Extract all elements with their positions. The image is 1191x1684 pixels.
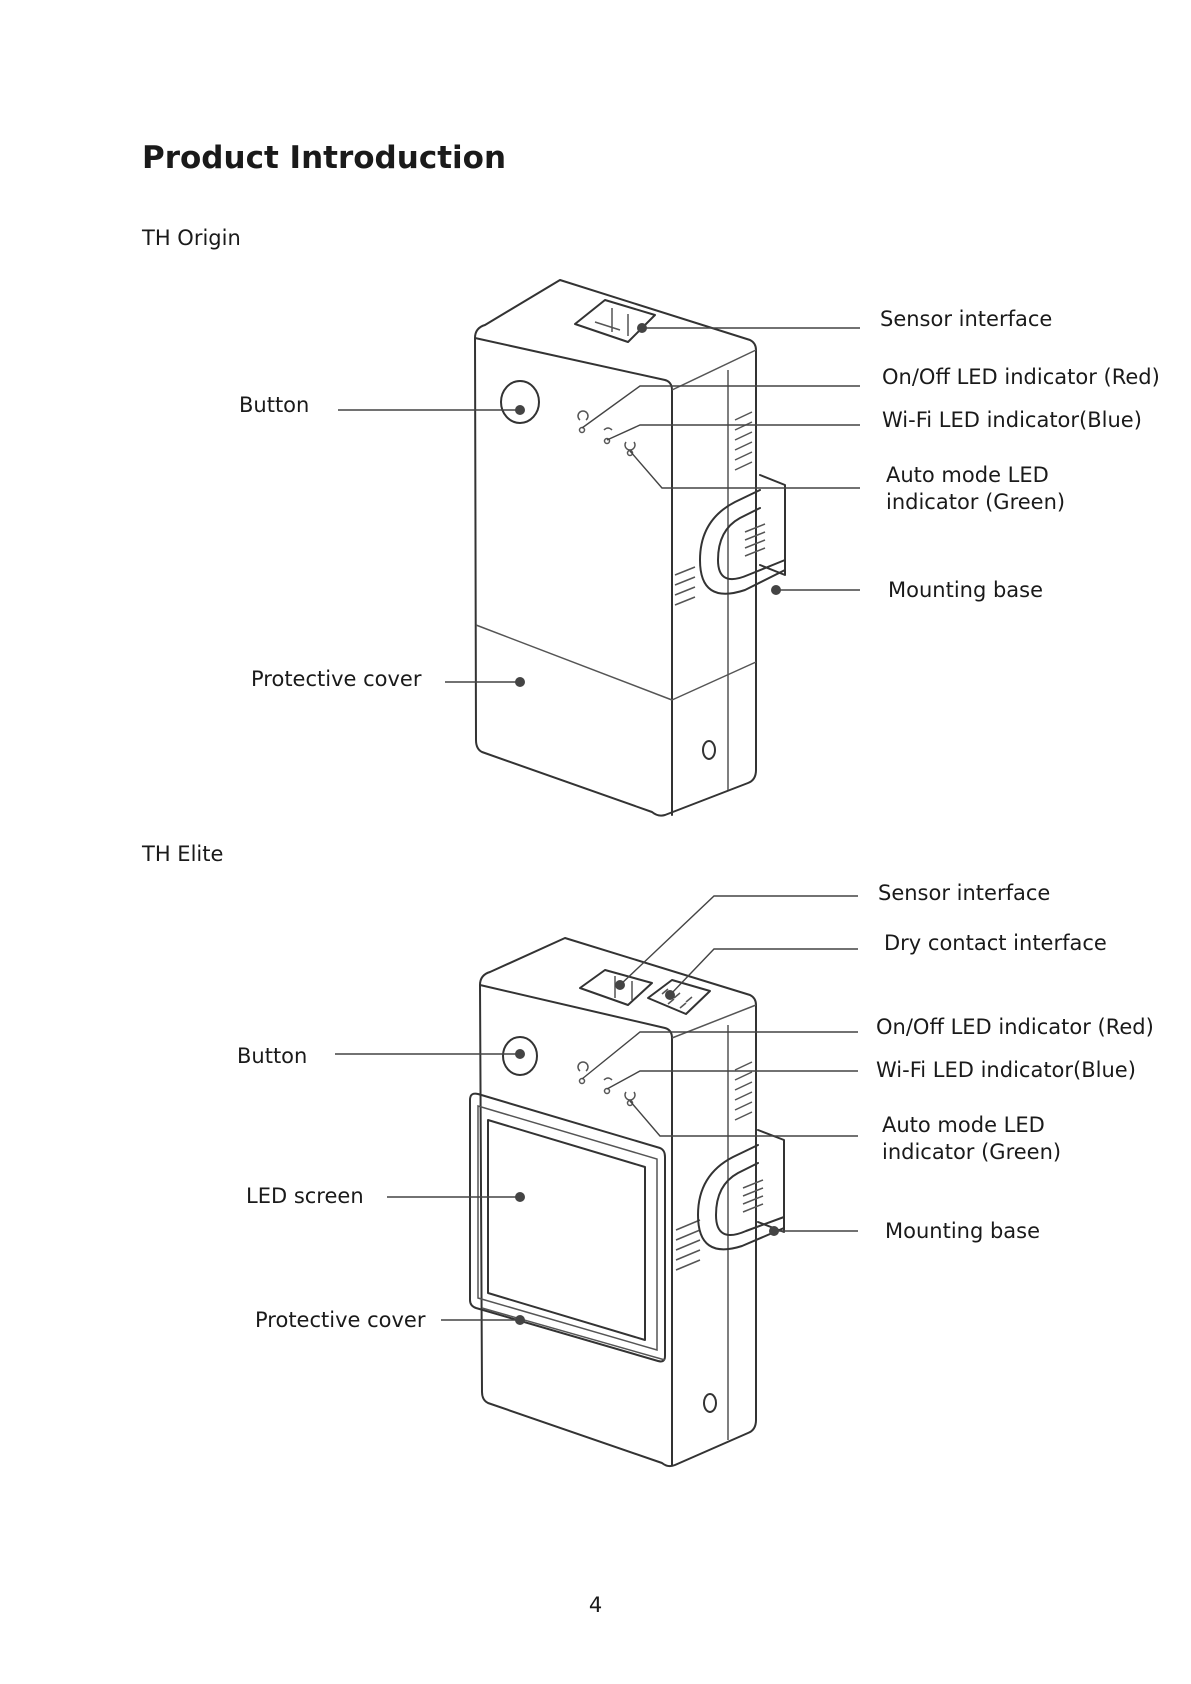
page-number: 4: [588, 1593, 603, 1617]
elite-button-label: Button: [237, 1044, 308, 1068]
th-elite-device-outline: [469, 937, 785, 1468]
elite-sensor-interface-label: Sensor interface: [878, 881, 1051, 905]
origin-sensor-interface-label: Sensor interface: [880, 307, 1053, 331]
elite-mounting-base-label: Mounting base: [885, 1219, 1041, 1243]
origin-auto-led-label: Auto mode LED indicator (Green): [886, 462, 1065, 516]
elite-auto-led-line2: indicator (Green): [882, 1140, 1062, 1164]
th-origin-device-drawing: [338, 279, 860, 817]
origin-protective-cover-label: Protective cover: [251, 667, 422, 691]
th-elite-label: TH Elite: [142, 842, 224, 866]
elite-led-screen-label: LED screen: [246, 1184, 364, 1208]
origin-mounting-base-label: Mounting base: [888, 578, 1044, 602]
elite-onoff-led-label: On/Off LED indicator (Red): [876, 1015, 1154, 1039]
th-elite-device-drawing: [335, 895, 858, 1468]
origin-auto-led-line1: Auto mode LED: [886, 463, 1049, 487]
origin-auto-led-line2: indicator (Green): [886, 490, 1066, 514]
elite-dry-contact-label: Dry contact interface: [884, 931, 1107, 955]
th-origin-figure: Sensor interface On/Off LED indicator (R…: [0, 270, 1191, 820]
th-origin-device-outline: [474, 279, 786, 817]
elite-auto-led-label: Auto mode LED indicator (Green): [882, 1112, 1061, 1166]
th-origin-leaders: [338, 323, 860, 687]
page-title: Product Introduction: [142, 140, 507, 176]
origin-button-label: Button: [239, 393, 310, 417]
th-elite-figure: Sensor interface Dry contact interface O…: [0, 880, 1191, 1480]
elite-protective-cover-label: Protective cover: [255, 1308, 426, 1332]
origin-onoff-led-label: On/Off LED indicator (Red): [882, 365, 1160, 389]
origin-wifi-led-label: Wi-Fi LED indicator(Blue): [882, 408, 1142, 432]
th-origin-label: TH Origin: [142, 226, 241, 250]
elite-auto-led-line1: Auto mode LED: [882, 1113, 1045, 1137]
elite-wifi-led-label: Wi-Fi LED indicator(Blue): [876, 1058, 1136, 1082]
th-elite-leaders: [335, 895, 858, 1325]
